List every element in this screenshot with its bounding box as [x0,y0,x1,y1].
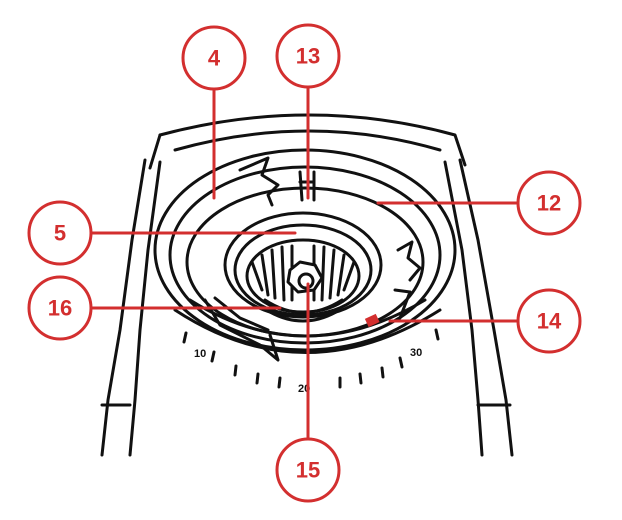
scale-tick [434,328,440,341]
callout-label-4: 4 [208,46,221,71]
callout-circle-14 [516,288,582,354]
callout-circle-13 [275,23,341,89]
scale-tick [233,364,238,377]
scale-tick [210,350,216,363]
scale-tick [255,372,260,385]
chute-left-inner [213,296,270,332]
scale-tick [277,376,282,389]
adjust-tab [393,288,412,320]
burr-ring-middle [233,223,373,317]
burr-base-lower [268,310,338,323]
scale-tick [358,372,363,385]
hopper-broken-edge-right [396,240,422,282]
scale-number-30: 30 [410,347,422,359]
housing-right-wall [458,158,514,457]
scale-tick [380,366,385,379]
callout-circle-15 [275,437,341,503]
housing-left-wall [100,158,147,457]
lid-outer-left [148,133,162,170]
callout-circle-4 [181,25,247,91]
callout-label-15: 15 [296,458,320,483]
center-hub [297,272,315,290]
callout-label-13: 13 [296,44,320,69]
callout-label-16: 16 [48,296,72,321]
scale-tick [182,331,188,344]
burr-base [263,298,344,314]
callout-circle-16 [27,275,93,341]
scale-number-10: 10 [194,348,206,360]
hopper-broken-edge [238,156,280,207]
lid-outer-arch [158,113,467,167]
burr-ring-outer [223,211,383,319]
chute-left [203,298,280,362]
dial-ring-inner [188,298,427,338]
housing-left-wall-inner [128,160,162,457]
red-indicator [364,313,380,328]
callout-circle-12 [516,170,582,236]
callout-circle-5 [27,200,93,266]
housing-right-wall-inner [443,160,484,457]
scale-tick [398,356,404,369]
dial-ring [173,308,442,354]
hopper-ring-outer [153,148,457,352]
hopper-ring-2 [168,165,442,345]
callout-label-5: 5 [54,221,66,246]
callout-label-14: 14 [537,309,562,334]
callout-label-12: 12 [537,191,561,216]
